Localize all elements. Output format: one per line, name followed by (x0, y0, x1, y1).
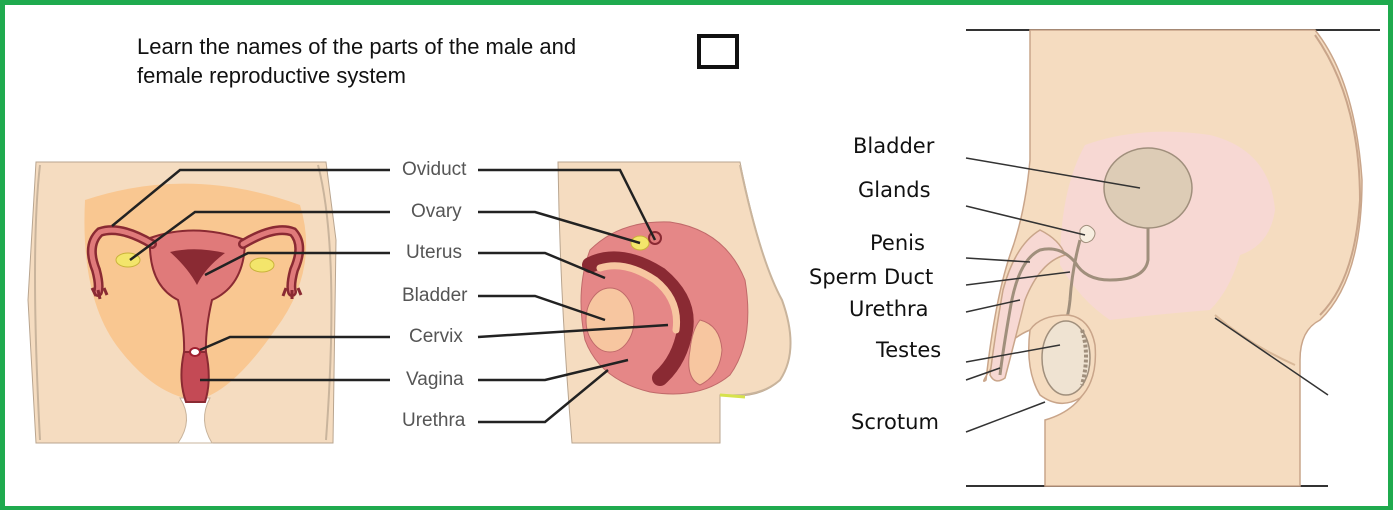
leader-male-scrotum (966, 402, 1045, 432)
label-scrotum: Scrotum (851, 409, 939, 435)
male-bladder (1104, 148, 1192, 228)
label-male-urethra: Urethra (849, 296, 929, 322)
label-glands: Glands (858, 177, 931, 203)
label-sperm-duct: Sperm Duct (809, 264, 933, 290)
label-testes: Testes (876, 337, 941, 363)
label-penis: Penis (870, 230, 925, 256)
label-male-bladder: Bladder (853, 133, 934, 159)
